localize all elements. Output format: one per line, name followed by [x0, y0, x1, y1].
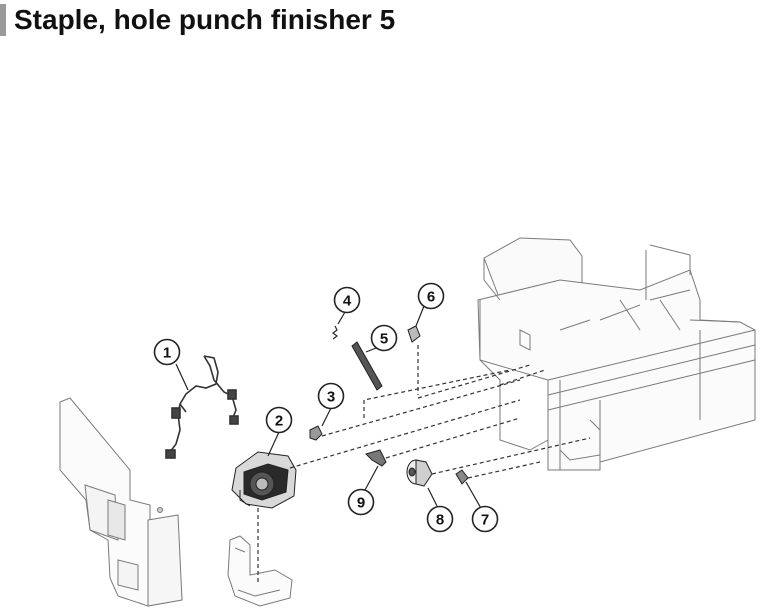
svg-text:9: 9	[357, 495, 365, 512]
part-2-staple-unit	[231, 451, 297, 509]
part-6-plate	[407, 325, 421, 343]
svg-text:2: 2	[275, 413, 283, 430]
part-5-guide-bar	[351, 341, 383, 391]
svg-text:8: 8	[436, 512, 444, 529]
bottom-bracket	[227, 535, 293, 607]
svg-text:3: 3	[327, 389, 335, 406]
callout-7: 7	[471, 505, 499, 533]
callout-5: 5	[370, 324, 398, 352]
part-3-bracket	[309, 425, 323, 441]
part-8-motor	[406, 459, 433, 487]
svg-text:5: 5	[380, 331, 388, 348]
page-title: Staple, hole punch finisher 5	[14, 4, 396, 35]
svg-text:1: 1	[163, 345, 171, 362]
left-cover-panel	[59, 397, 183, 607]
callout-6: 6	[417, 282, 445, 310]
title-accent-bar	[0, 4, 6, 36]
svg-text:7: 7	[481, 512, 489, 529]
svg-text:6: 6	[427, 289, 435, 306]
page-header: Staple, hole punch finisher 5	[0, 3, 395, 37]
callout-1: 1	[153, 338, 181, 366]
callout-2: 2	[265, 406, 293, 434]
part-9-lever	[365, 449, 387, 467]
callout-3: 3	[317, 382, 345, 410]
callout-4: 4	[333, 286, 361, 314]
callout-9: 9	[347, 488, 375, 516]
assembly-dashed-lines	[257, 345, 591, 584]
svg-text:4: 4	[343, 293, 352, 310]
callout-leaders	[175, 305, 483, 511]
finisher-main-body	[477, 237, 756, 471]
callout-8: 8	[426, 505, 454, 533]
part-1-cable-harness	[165, 355, 239, 459]
part-4-spring	[331, 325, 339, 340]
